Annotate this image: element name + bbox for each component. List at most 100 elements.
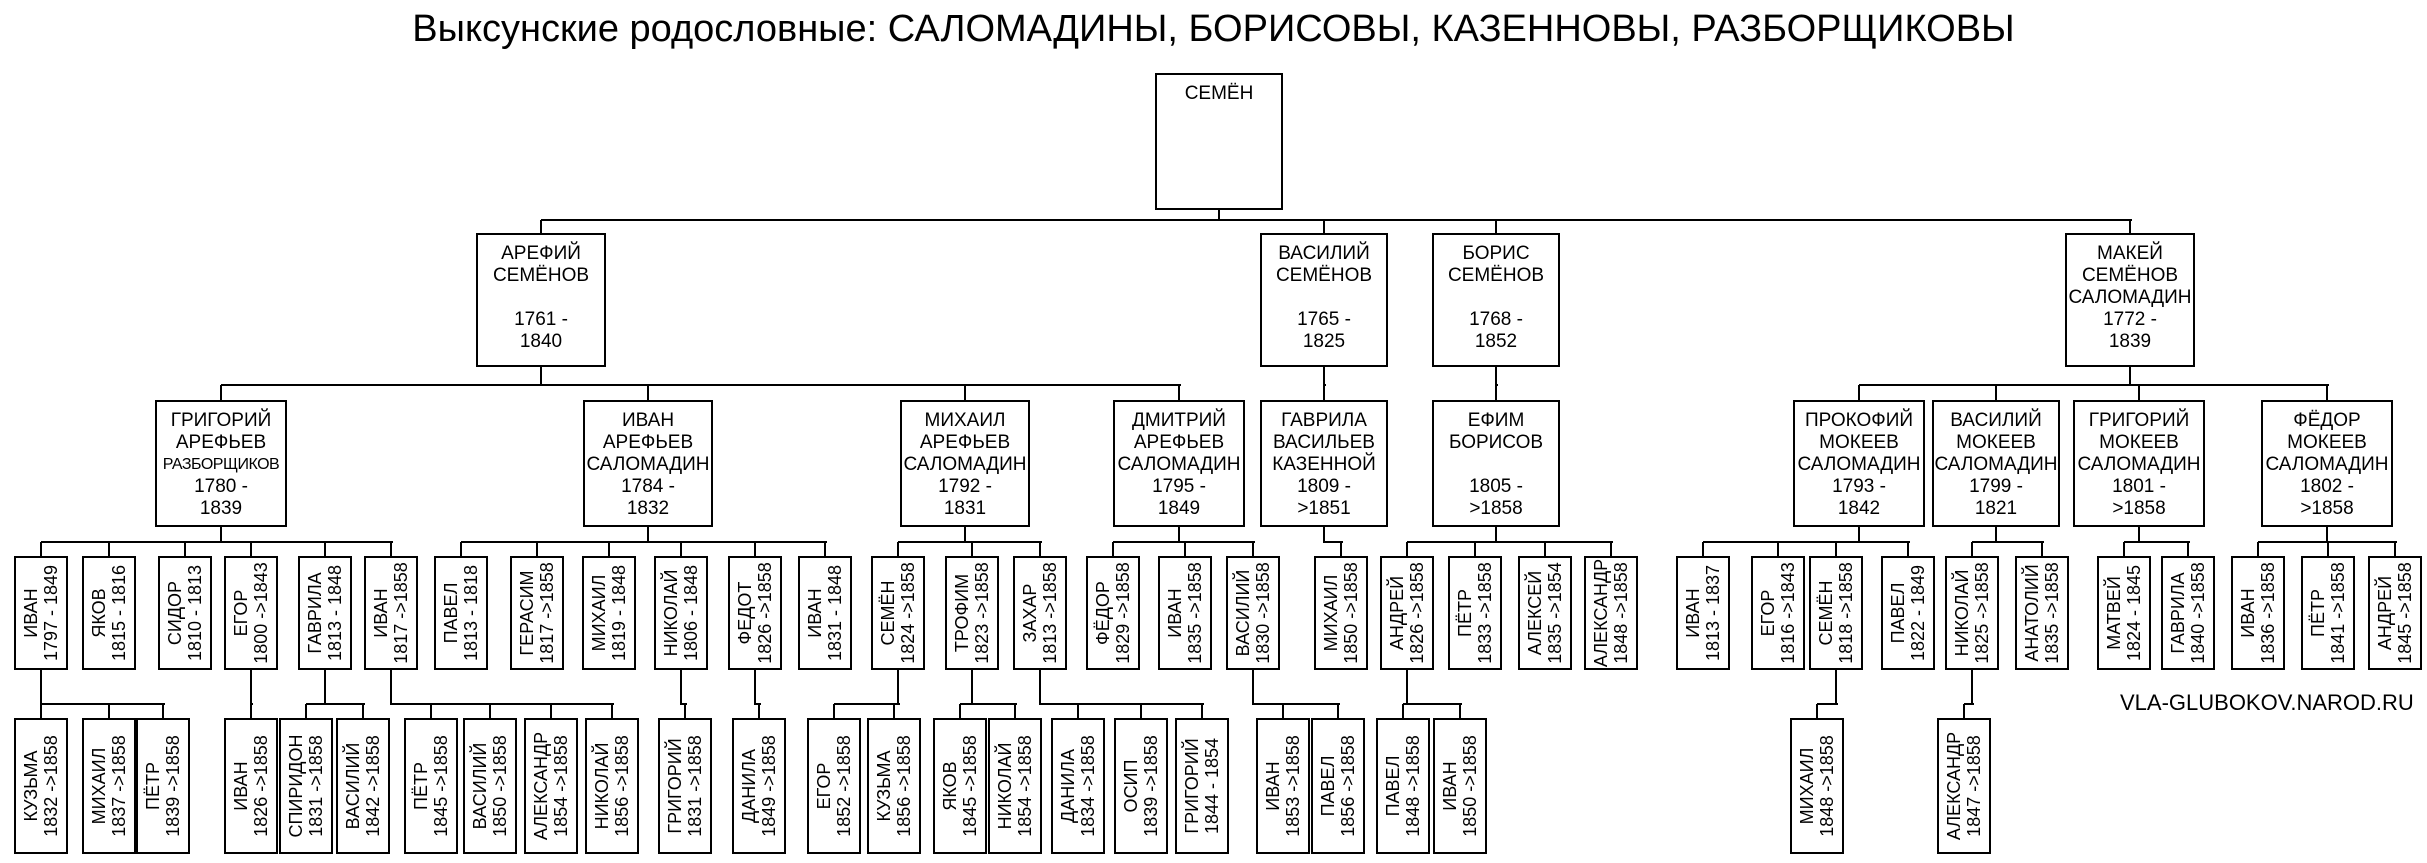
connector-drop — [40, 704, 42, 718]
connector-drop — [1971, 542, 1973, 556]
connector-drop — [1337, 704, 1339, 718]
connector-drop — [1340, 542, 1342, 556]
person-years: 1829 ->1858 — [1113, 562, 1133, 664]
connector-drop — [824, 542, 826, 556]
connector-drop — [40, 542, 42, 556]
person-name: НИКОЛАЙ — [661, 569, 681, 657]
person-years: 1825 ->1858 — [1972, 562, 1992, 664]
person-line: 1842 — [1837, 498, 1881, 519]
connector-drop — [250, 704, 252, 718]
person-years: 1806 - 1848 — [681, 564, 701, 662]
person-line: САЛОМАДИН — [2068, 287, 2192, 308]
connector-drop — [2326, 385, 2328, 400]
person-line: >1858 — [1469, 498, 1523, 519]
connector-drop — [2326, 527, 2328, 543]
person-years: 1845 ->1858 — [960, 735, 980, 837]
person-years: 1852 ->1858 — [834, 735, 854, 837]
connector-bus — [960, 703, 1017, 705]
person-line: БОРИС — [1462, 243, 1530, 264]
connector-drop — [460, 542, 462, 556]
connector-bus — [391, 703, 614, 705]
person-name: МАТВЕЙ — [2104, 576, 2124, 650]
connector-drop — [220, 385, 222, 400]
person-name: ЕГОР — [1758, 589, 1778, 637]
connector-drop — [608, 542, 610, 556]
connector-bus — [1817, 703, 1838, 705]
person-name: ФЁДОР — [1093, 581, 1113, 645]
connector-drop — [1178, 527, 1180, 543]
connector-bus — [834, 703, 900, 705]
person-line: 1825 — [1302, 331, 1346, 352]
connector-drop — [1495, 385, 1497, 400]
person-years: 1815 - 1816 — [109, 564, 129, 662]
person-years: 1831 ->1858 — [306, 735, 326, 837]
connector-drop — [489, 704, 491, 718]
connector-drop — [1835, 670, 1837, 705]
person-years: 1824 - 1845 — [2124, 564, 2144, 662]
connector-drop — [162, 704, 164, 718]
person-years: 1832 ->1858 — [41, 735, 61, 837]
person-name: ИВАН — [805, 588, 825, 638]
person-name: АНАТОЛИЙ — [2022, 564, 2042, 662]
connector-drop — [1014, 704, 1016, 718]
connector-drop — [1039, 542, 1041, 556]
connector-bus — [1407, 541, 1613, 543]
person-name: СЕМЁН — [878, 580, 898, 646]
connector-drop — [1406, 542, 1408, 556]
person-name: ЯКОВ — [89, 588, 109, 638]
connector-drop — [1995, 527, 1997, 543]
connector-drop — [1858, 385, 1860, 400]
person-name: АНДРЕЙ — [2375, 575, 2395, 651]
connector-drop — [550, 704, 552, 718]
connector-drop — [1039, 670, 1041, 705]
person-name: НИКОЛАЙ — [1952, 569, 1972, 657]
connector-drop — [220, 527, 222, 543]
person-name: ПЁТР — [1455, 589, 1475, 637]
person-line: 1772 - — [2103, 309, 2157, 330]
person-line: ГРИГОРИЙ — [170, 410, 272, 431]
person-name: ГАВРИЛА — [305, 572, 325, 654]
person-name: КУЗЬМА — [21, 750, 41, 822]
connector-drop — [964, 385, 966, 400]
connector-drop — [971, 542, 973, 556]
person-line: САЛОМАДИН — [586, 454, 710, 475]
person-line: 1801 - — [2112, 476, 2166, 497]
person-years: 1817 ->1858 — [391, 562, 411, 664]
person-line: ИВАН — [621, 410, 675, 431]
person-years: 1826 ->1858 — [251, 735, 271, 837]
person-years: 1833 ->1858 — [1475, 562, 1495, 664]
connector-bus — [1040, 703, 1204, 705]
person-line: 1840 — [519, 331, 563, 352]
connector-drop — [1495, 367, 1497, 386]
person-years: 1839 ->1858 — [1141, 735, 1161, 837]
connector-drop — [1323, 385, 1325, 400]
person-years: 1800 ->1843 — [251, 562, 271, 664]
person-name: ИВАН — [1683, 588, 1703, 638]
person-line: САЛОМАДИН — [2265, 454, 2389, 475]
person-line: МАКЕЙ — [2097, 243, 2163, 264]
person-line: САЛОМАДИН — [1934, 454, 2058, 475]
